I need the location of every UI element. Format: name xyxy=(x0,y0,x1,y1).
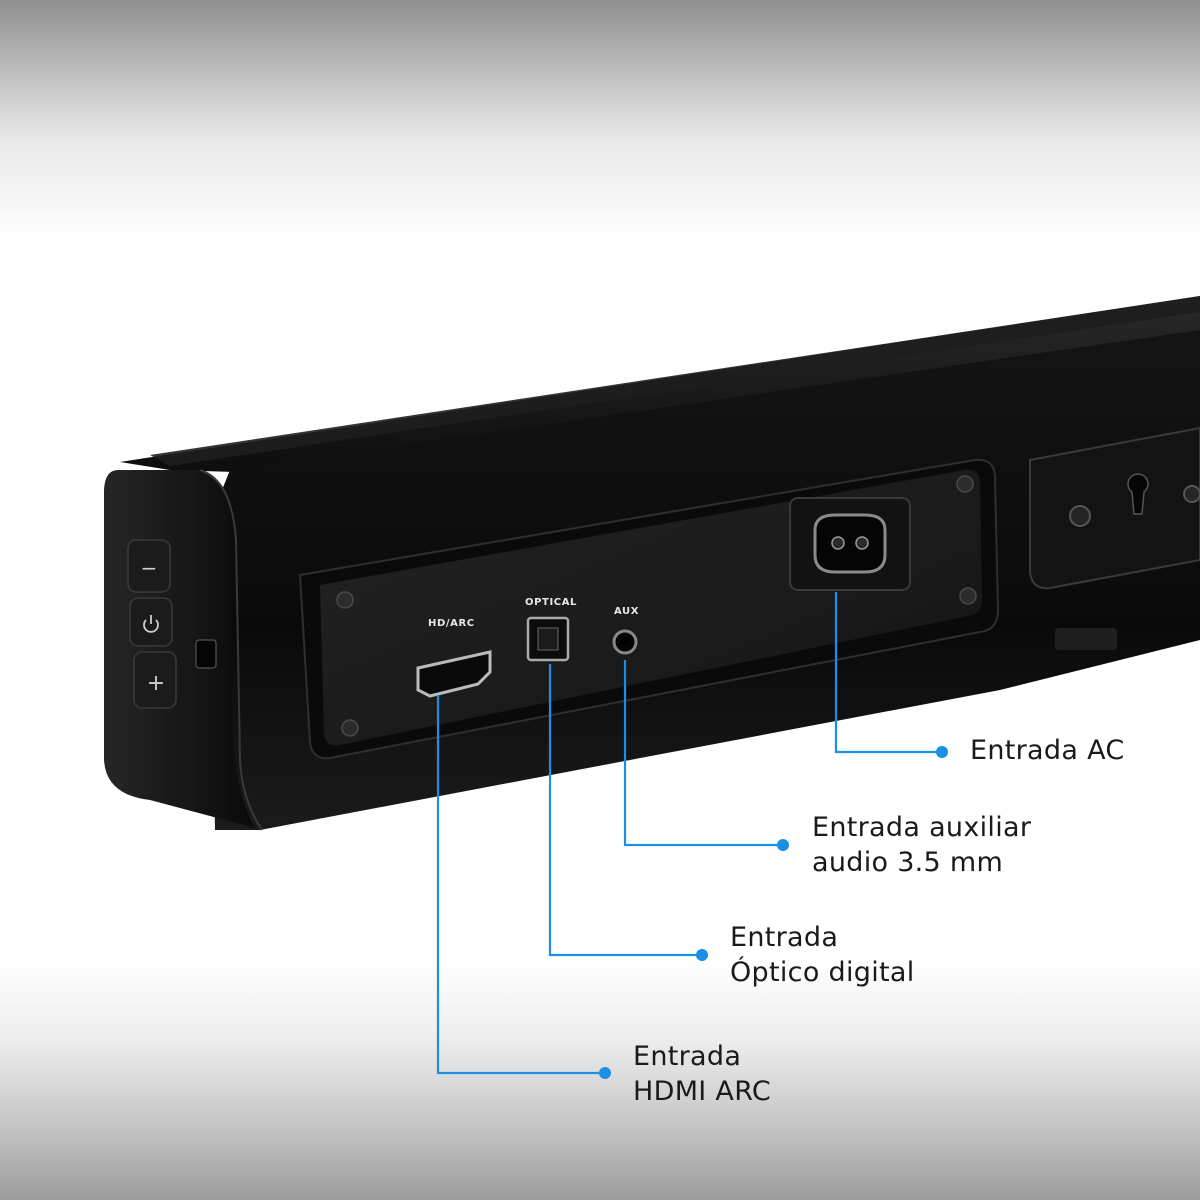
callout-line-ac xyxy=(834,592,942,754)
callout-hdmi-label: Entrada HDMI ARC xyxy=(633,1039,771,1109)
callout-aux-label: Entrada auxiliar audio 3.5 mm xyxy=(812,810,1031,880)
panel-screws xyxy=(336,475,977,737)
keyhole-slot xyxy=(1127,473,1149,515)
callout-optical-line2: Óptico digital xyxy=(730,957,915,988)
optical-port-label: OPTICAL xyxy=(525,597,577,608)
callout-dot-aux xyxy=(777,839,789,851)
hdmi-port[interactable] xyxy=(416,650,492,698)
bracket-screw xyxy=(1183,485,1200,503)
end-cap-edge xyxy=(199,469,263,831)
callout-line-aux xyxy=(623,660,783,847)
wall-mount-bracket xyxy=(1029,426,1200,590)
callout-line-hdmi xyxy=(436,695,605,1075)
callout-line-optical xyxy=(548,664,702,957)
plus-glyph: + xyxy=(147,671,165,696)
minus-glyph: − xyxy=(141,556,158,580)
callout-hdmi-line1: Entrada xyxy=(633,1041,742,1072)
minus-button[interactable] xyxy=(127,539,171,593)
ac-pin-left xyxy=(831,536,845,550)
bracket-screw xyxy=(1069,505,1091,527)
soundbar-grille xyxy=(150,296,1200,466)
power-icon xyxy=(143,615,159,633)
callout-lines xyxy=(436,592,942,1075)
hdmi-port-label: HD/ARC xyxy=(428,618,475,629)
callout-dot-hdmi xyxy=(599,1067,611,1079)
ac-inlet[interactable] xyxy=(813,513,887,574)
optical-port-inner xyxy=(537,627,559,651)
aux-jack-hole xyxy=(621,638,629,646)
callout-dot-optical xyxy=(696,949,708,961)
callout-dot-ac xyxy=(936,746,948,758)
callout-dots xyxy=(599,746,948,1079)
usb-port xyxy=(195,639,217,669)
callout-ac-label: Entrada AC xyxy=(970,733,1125,768)
callout-aux-line1: Entrada auxiliar xyxy=(812,812,1032,843)
soundbar-foot xyxy=(1055,628,1117,650)
callout-hdmi-line2: HDMI ARC xyxy=(633,1076,772,1107)
callout-optical-line1: Entrada xyxy=(730,922,839,953)
aux-port-label: AUX xyxy=(614,606,639,617)
callout-aux-line2: audio 3.5 mm xyxy=(812,847,1004,878)
plus-button[interactable] xyxy=(133,651,177,709)
callout-ac-line1: Entrada AC xyxy=(970,735,1125,766)
callout-optical-label: Entrada Óptico digital xyxy=(730,920,915,990)
ac-pin-right xyxy=(855,536,869,550)
